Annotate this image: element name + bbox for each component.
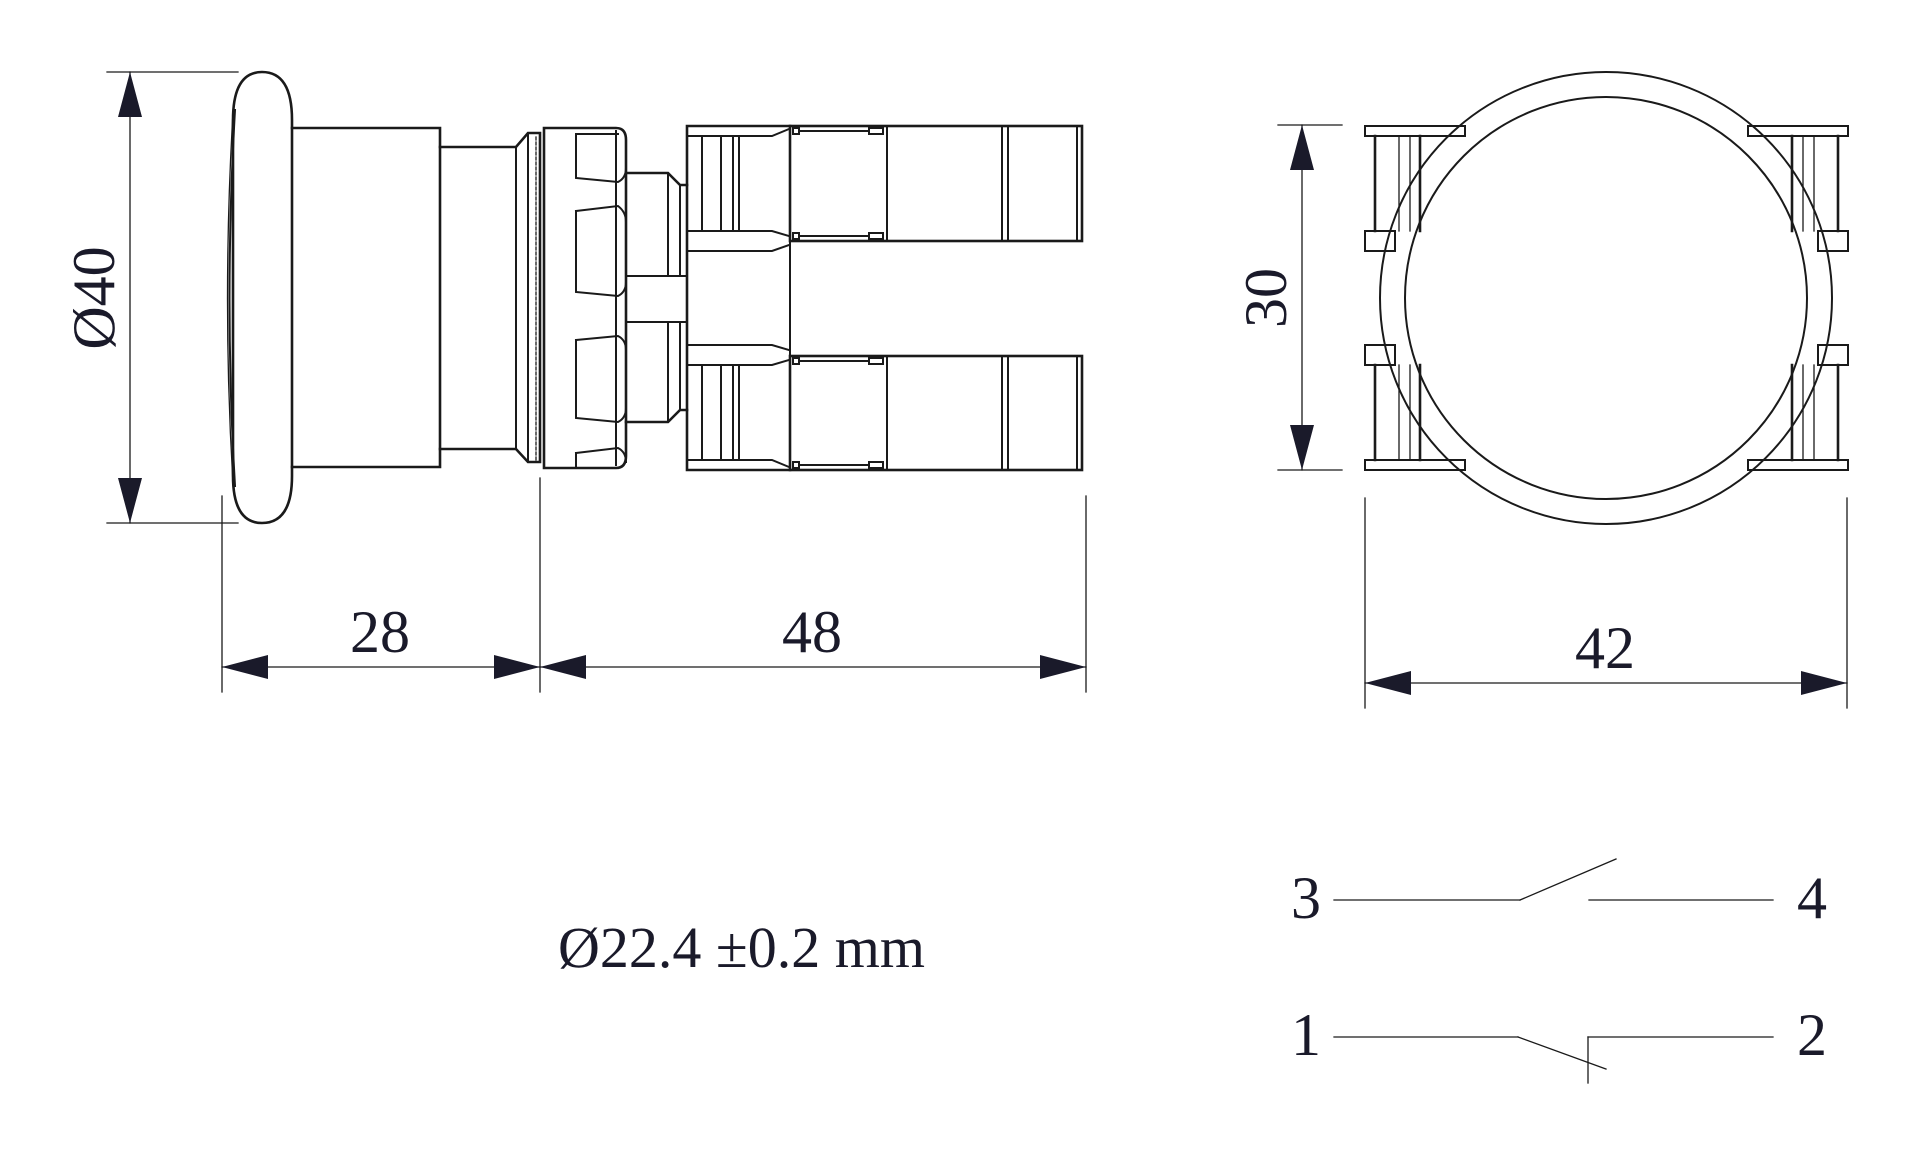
rear-bracket-left (1364, 125, 1466, 471)
dimension-label-front-depth: 28 (350, 599, 410, 665)
dimension-front-depth: 28 (221, 599, 541, 679)
knurled-ring (542, 126, 628, 470)
terminal-label-2: 2 (1797, 1002, 1827, 1068)
terminal-label-1: 1 (1291, 1002, 1321, 1068)
contact-block (685, 124, 1084, 472)
rear-bracket-right (1747, 125, 1849, 471)
dimension-label-head-diameter: Ø40 (61, 246, 127, 349)
normally-closed-contact: 1 2 (1291, 1002, 1827, 1084)
mounting-hole-note: Ø22.4 ±0.2 mm (558, 915, 925, 980)
mushroom-head (226, 70, 294, 525)
contact-diagram: 3 4 1 2 (1291, 858, 1827, 1084)
side-view: Ø40 28 48 (61, 70, 1087, 693)
normally-open-contact: 3 4 (1291, 858, 1827, 931)
dimension-head-diameter: Ø40 (61, 71, 239, 524)
dimension-width: 42 (1364, 497, 1848, 709)
collar-shaft (624, 171, 689, 424)
head-inner-circle (1404, 96, 1808, 500)
terminal-label-3: 3 (1291, 865, 1321, 931)
head-outer-circle (1379, 71, 1833, 525)
barrel (290, 126, 542, 469)
dimension-rear-depth: 48 (539, 599, 1087, 679)
rear-view: 30 42 (1233, 71, 1849, 709)
dimension-label-height: 30 (1233, 268, 1299, 328)
dimension-label-width: 42 (1575, 615, 1635, 681)
dimension-height: 30 (1233, 124, 1343, 471)
terminal-label-4: 4 (1797, 865, 1827, 931)
dimension-label-rear-depth: 48 (782, 599, 842, 665)
